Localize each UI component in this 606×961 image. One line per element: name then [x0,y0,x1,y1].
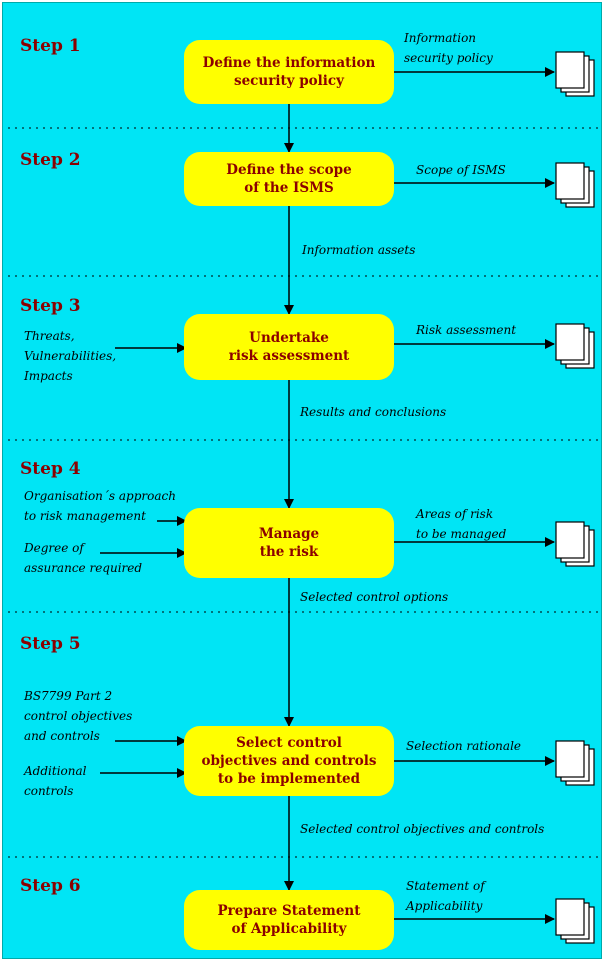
step-label-3: Step 3 [20,296,81,316]
step-label-2: Step 2 [20,150,81,170]
output-label-2: Scope of ISMS [416,163,506,177]
step-label-5: Step 5 [20,634,81,654]
input-label-additional: Additional controls [24,764,87,798]
input-label-bs7799: BS7799 Part 2 control objectives and con… [24,689,133,743]
process-box-6: Prepare Statement of Applicability [184,890,394,950]
process-box-5: Select control objectives and controls t… [184,726,394,796]
flow-label-results: Results and conclusions [300,405,447,419]
process-box-4: Manage the risk [184,508,394,578]
document-stack-icon [555,740,595,786]
output-label-5: Selection rationale [406,739,522,753]
process-box-2: Define the scope of the ISMS [184,152,394,206]
output-label-4: Areas of risk to be managed [416,507,507,541]
process-box-1: Define the information security policy [184,40,394,104]
step-label-1: Step 1 [20,36,81,56]
document-stack-icon [555,323,595,369]
flow-label-selected-options: Selected control options [300,590,449,604]
process-box-3: Undertake risk assessment [184,314,394,380]
step-label-4: Step 4 [20,459,81,479]
flow-label-information-assets: Information assets [302,243,416,257]
output-label-1: Information security policy [404,31,493,65]
input-label-threats: Threats, Vulnerabilities, Impacts [24,329,117,383]
input-label-org-approach: Organisation´s approach to risk manageme… [24,489,176,523]
output-label-3: Risk assessment [416,323,517,337]
step-separators [8,127,600,858]
step-label-6: Step 6 [20,876,81,896]
output-label-6: Statement of Applicability [406,879,485,913]
document-stack-icon [555,51,595,97]
input-label-degree-assurance: Degree of assurance required [24,541,143,575]
document-stack-icon [555,898,595,944]
document-stack-icon [555,521,595,567]
flow-label-selected-objectives: Selected control objectives and controls [300,822,545,836]
document-stack-icon [555,162,595,208]
